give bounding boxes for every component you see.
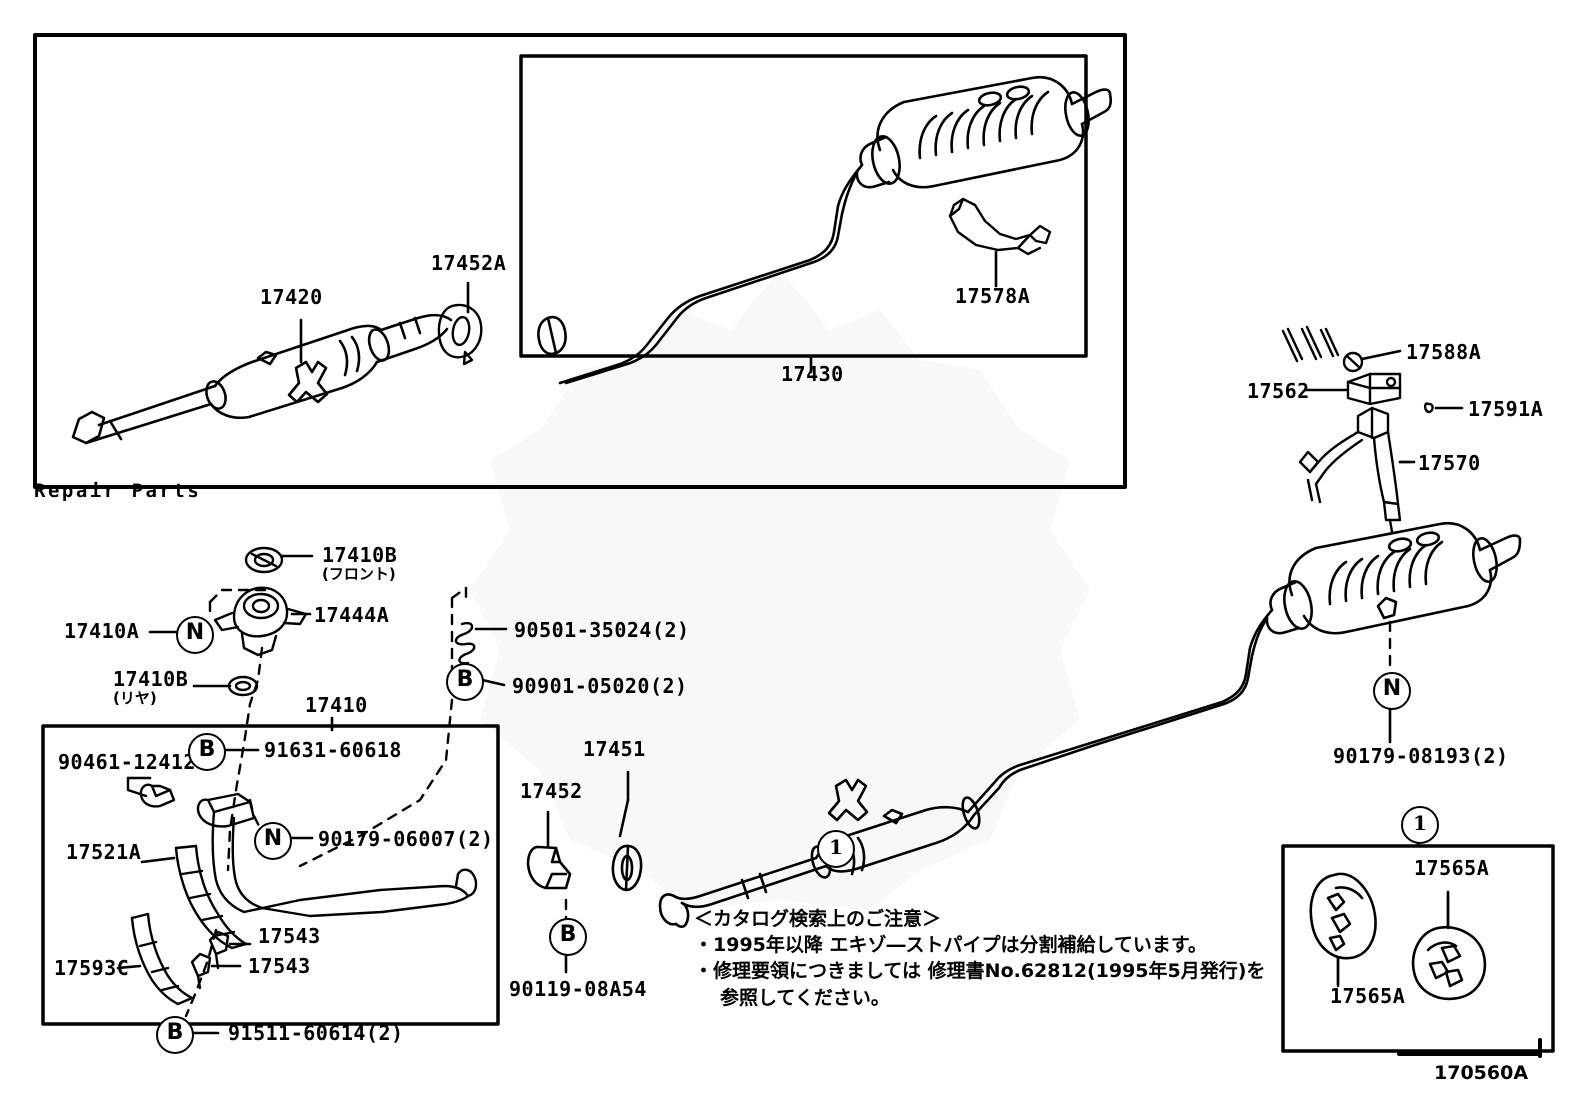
label-17410b-rear: 17410B (リヤ): [113, 668, 188, 707]
catalog-note-heading: ＜カタログ検索上のご注意＞: [694, 908, 942, 930]
label-17565a-top: 17565A: [1414, 856, 1490, 880]
label-90119-08a54: 90119-08A54: [509, 977, 647, 1001]
label-17578a: 17578A: [955, 284, 1031, 308]
label-90179-06007: 90179-06007(2): [318, 827, 494, 851]
callout-one-center: 1: [817, 830, 855, 868]
label-91511-60614: 91511-60614(2): [228, 1021, 404, 1045]
label-17562: 17562: [1247, 379, 1310, 403]
catalog-note-line-2: ・修理要領につきましては 修理書No.62812(1995年5月発行)を: [694, 960, 1266, 983]
label-17565a-bottom: 17565A: [1330, 984, 1406, 1008]
repair-parts-caption: Repair Parts: [34, 480, 202, 502]
label-17543-upper: 17543: [258, 924, 321, 948]
label-17591a: 17591A: [1468, 397, 1544, 421]
label-17410b-front-sub: (フロント): [322, 565, 396, 584]
label-90901-05020: 90901-05020(2): [512, 674, 688, 698]
label-17430: 17430: [781, 362, 844, 386]
label-17588a: 17588A: [1406, 340, 1482, 364]
callout-b-91511: B: [156, 1016, 194, 1054]
label-17410b-front: 17410B (フロント): [322, 544, 397, 583]
label-17521a: 17521A: [66, 840, 142, 864]
label-90179-08193: 90179-08193(2): [1333, 744, 1509, 768]
callout-n-90179-06007: N: [254, 822, 292, 860]
label-17410b-rear-sub: (リヤ): [113, 689, 157, 708]
callout-n-right-muffler: N: [1373, 672, 1411, 710]
catalog-note-line-1: ・1995年以降 エキゾ―ストパイプは分割補給しています。: [694, 934, 1208, 957]
callout-n-17410a: N: [176, 616, 214, 654]
label-17420: 17420: [260, 285, 323, 309]
label-17570: 17570: [1418, 451, 1481, 475]
samurai-mask-watermark: [470, 270, 1090, 910]
label-90461-12412: 90461-12412: [58, 750, 196, 774]
callout-b-90901: B: [446, 663, 484, 701]
label-91631-60618: 91631-60618: [264, 738, 402, 762]
label-17451: 17451: [583, 737, 646, 761]
catalog-note-line-3: 参照してください。: [720, 986, 890, 1009]
label-17410b-front-text: 17410B: [322, 543, 398, 567]
diagram-code: 170560A: [1434, 1062, 1529, 1084]
label-17452: 17452: [520, 779, 583, 803]
label-17593c: 17593C: [54, 956, 130, 980]
callout-one-bottom-right: 1: [1401, 806, 1439, 844]
label-17543-lower: 17543: [248, 954, 311, 978]
label-17452a: 17452A: [431, 251, 507, 275]
label-17410a: 17410A: [64, 619, 140, 643]
label-17410b-rear-text: 17410B: [113, 667, 189, 691]
label-17444a: 17444A: [314, 603, 390, 627]
catalog-note: ＜カタログ検索上のご注意＞ ・1995年以降 エキゾ―ストパイプは分割補給してい…: [694, 906, 1265, 1011]
callout-b-91631: B: [188, 733, 226, 771]
label-90501-35024: 90501-35024(2): [514, 618, 690, 642]
callout-b-90119: B: [549, 918, 587, 956]
label-17410: 17410: [305, 693, 368, 717]
